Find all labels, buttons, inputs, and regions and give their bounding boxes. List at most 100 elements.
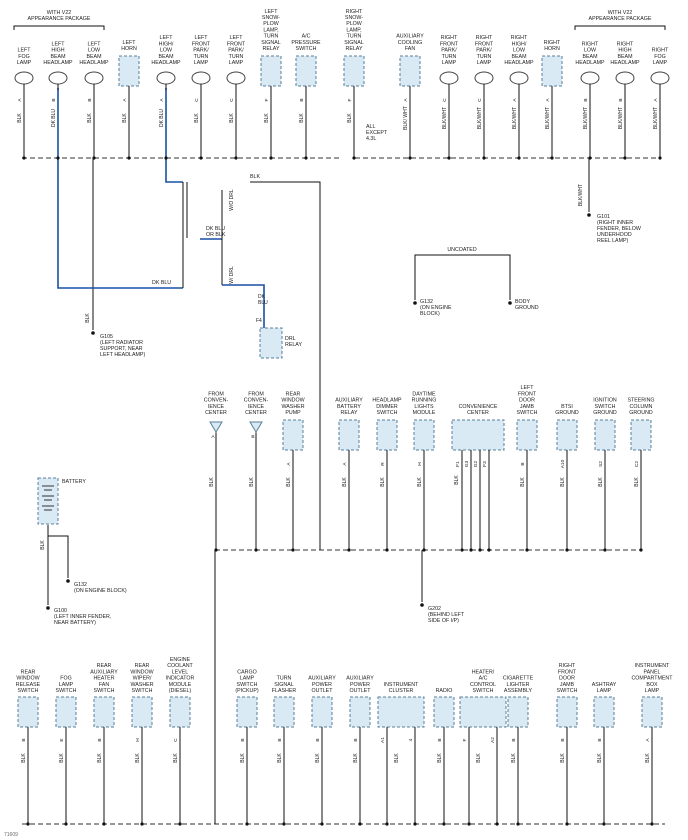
body-ground-line1: BODY — [515, 299, 530, 305]
middle-component-label: COLUMN — [630, 404, 653, 410]
top-component-label: LEFT — [52, 41, 66, 47]
bottom-component-label: SIGNAL — [274, 682, 293, 688]
lamp-connector-icon — [226, 71, 246, 85]
top-component-label: PLOW — [263, 21, 279, 27]
v22-left-bracket — [13, 25, 105, 30]
top-component-label: BEAM — [50, 54, 65, 60]
pin-label: G2 — [473, 460, 479, 467]
component-box-icon — [169, 696, 191, 728]
uncoated-label: UNCOATED — [447, 247, 477, 253]
top-component-label: SNOW- — [345, 15, 363, 21]
dk-blu-or-blk-1: DK BLU — [206, 226, 225, 232]
lamp-connector-icon — [580, 71, 600, 85]
pin-label: H — [135, 738, 141, 742]
pin-label: A — [545, 98, 551, 102]
bottom-component-label: LIGHTER — [507, 682, 530, 688]
wire-color-label: BLK — [454, 475, 460, 485]
g105-line2: (LEFT RADIATOR — [100, 340, 143, 346]
bottom-component-label: ENGINE — [170, 657, 191, 663]
bottom-component-label: HEATER/ — [472, 669, 495, 675]
bottom-component-label: WIPER/ — [133, 676, 152, 682]
g202-line2: (BEHIND LEFT — [428, 612, 465, 618]
bottom-component-label: FLASHER — [272, 688, 297, 694]
conv-center-a-connector-icon — [209, 421, 223, 433]
top-component-label: LAMP — [229, 60, 244, 66]
g202-line3: SIDE OF I/P) — [428, 618, 459, 624]
component-box-icon — [273, 696, 295, 728]
top-component-label: SNOW- — [262, 15, 280, 21]
middle-component-label: FRONT — [518, 391, 537, 397]
top-component-label: LAMP — [442, 60, 457, 66]
lamp-connector-icon — [439, 71, 459, 85]
middle-component-label: DIMMER — [376, 404, 398, 410]
wire-color-label: BLK/WHT — [442, 107, 448, 129]
pin-label: A — [286, 462, 292, 466]
middle-component-label: GROUND — [629, 410, 653, 416]
top-component-label: TURN — [194, 54, 209, 60]
g101-line4: UNDERHOOD — [597, 232, 632, 238]
wire-color-label: BLK — [277, 753, 283, 763]
lamp-connector-icon — [191, 71, 211, 85]
lamp-connector-icon — [48, 71, 68, 85]
pin-label: A1 — [380, 737, 386, 743]
bottom-component-label: FOG — [60, 676, 71, 682]
pin-label: A — [17, 98, 23, 102]
wire-color-label: BLK — [17, 113, 23, 123]
pin-label: C — [442, 98, 448, 102]
bottom-component-11 — [433, 696, 455, 826]
bottom-component-label: RELEASE — [16, 682, 41, 688]
wire-color-label: BLK — [520, 477, 526, 487]
battery-wire-label: BLK — [40, 540, 46, 550]
top-component-label: SWITCH — [296, 46, 317, 52]
top-component-label: RIGHT — [476, 35, 493, 41]
wire-color-label: BLK — [437, 753, 443, 763]
wire-color-label: BLK — [194, 113, 200, 123]
pin-label: B — [87, 98, 93, 101]
bottom-component-label: LAMP — [597, 688, 612, 694]
pin-label: B — [97, 738, 103, 741]
top-component-label: BEAM — [617, 54, 632, 60]
g132-line1: G132 — [74, 582, 87, 588]
lamp-connector-icon — [156, 71, 176, 85]
bottom-component-9 — [349, 696, 371, 826]
battery-to-g132 — [48, 535, 69, 578]
middle-component-label: SWITCH — [377, 410, 398, 416]
wire-color-label: BLK — [87, 113, 93, 123]
component-box-icon — [131, 696, 153, 728]
middle-component-label: IGNITION — [593, 398, 617, 404]
bottom-component-label: FAN — [99, 682, 109, 688]
middle-component-label: JAMB — [520, 404, 535, 410]
component-box-icon — [630, 419, 652, 451]
middle-component-label: SWITCH — [517, 410, 538, 416]
pin-label: A — [512, 98, 518, 102]
middle-component-4 — [338, 419, 360, 552]
drl-relay-box — [259, 327, 283, 359]
body-ground-icon — [508, 301, 512, 305]
top-component-label: LEFT — [160, 35, 174, 41]
wire-color-label: BLK/WHT — [653, 107, 659, 129]
g105-line3: SUPPORT, NEAR — [100, 346, 143, 352]
component-box-icon — [541, 55, 563, 87]
component-box-icon — [556, 696, 578, 728]
top-component-label: LAMP, — [263, 27, 278, 33]
component-box-icon — [641, 696, 663, 728]
middle-component-label: SWITCH — [595, 404, 616, 410]
bottom-component-label: ASSEMBLY — [504, 688, 533, 694]
bottom-component-7 — [273, 696, 295, 826]
pin-label: B — [437, 738, 443, 741]
static-labels: WITH V22 APPEARANCE PACKAGE WITH V22 APP… — [4, 10, 652, 838]
pin-label: S2 — [598, 461, 604, 467]
pin-label: C — [173, 738, 179, 742]
top-component-label: LAMP, — [346, 27, 361, 33]
blk-wire-label: BLK — [250, 174, 260, 180]
top-component-5 — [156, 71, 176, 160]
g132-line2: (ON ENGINE BLOCK) — [74, 588, 127, 594]
pin-label: B — [511, 738, 517, 741]
top-component-label: HEADLAMP — [575, 60, 605, 66]
top-component-label: HORN — [121, 46, 137, 52]
middle-component-label: FROM — [208, 391, 224, 397]
middle-component-label: LIGHTS — [414, 404, 434, 410]
top-component-label: LAMP — [653, 60, 668, 66]
top-component-14 — [509, 71, 529, 160]
top-component-12 — [439, 71, 459, 160]
